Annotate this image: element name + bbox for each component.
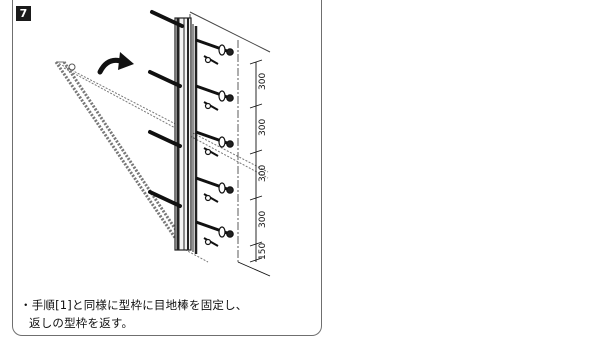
clamp-bolts: [195, 38, 234, 247]
dimension-labels: 300 300 300 300 150: [258, 73, 268, 260]
instruction-caption: ・手順[1]と同様に型枠に目地棒を固定し、 返しの型枠を返す。: [20, 296, 320, 332]
dimension-label: 300: [258, 73, 268, 90]
caption-line-2: 返しの型枠を返す。: [29, 316, 134, 330]
formwork-illustration: 300 300 300 300 150: [54, 10, 271, 277]
dimension-line: [237, 59, 271, 277]
step-panel: [12, 0, 322, 336]
caption-line-1: ・手順[1]と同様に型枠に目地棒を固定し、: [20, 298, 248, 312]
dimension-label: 300: [258, 165, 268, 182]
step-number-badge: 7: [16, 6, 31, 21]
curved-arrow-icon: [97, 52, 134, 75]
dimension-label: 300: [258, 211, 268, 228]
dimension-label: 150: [258, 243, 268, 260]
hinge-pin: [68, 63, 76, 71]
rotating-formwork-outline: [54, 61, 269, 263]
joint-rods: [148, 10, 184, 208]
dimension-label: 300: [258, 119, 268, 136]
formwork-column: [174, 17, 198, 254]
